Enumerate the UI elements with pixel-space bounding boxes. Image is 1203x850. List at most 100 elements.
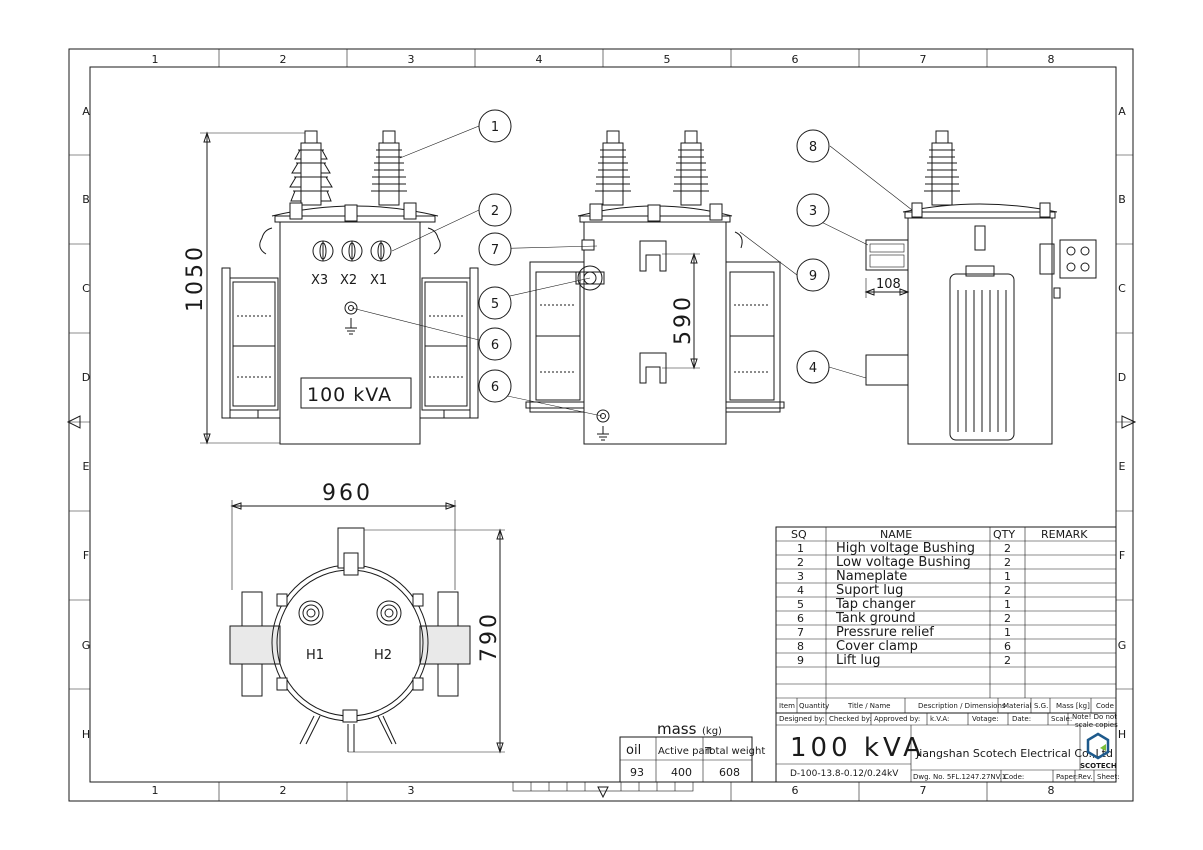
row-name: Suport lug [836,583,903,598]
row-qty: 2 [1004,654,1011,667]
lv-terminal-label: X3 [311,273,328,288]
date-label: Date: [1012,715,1031,723]
footer-label: Quantity [799,702,829,710]
side-dimension: 590 [671,294,696,345]
row-name: Tap changer [835,597,916,612]
table-row: 3 Nameplate 1 [797,569,1011,584]
row-sq: 5 [797,598,804,611]
footer-label: Code [1096,702,1114,710]
parts-footer: Item Quantity Title / Name Description /… [779,702,1114,710]
row-qty: 2 [1004,584,1011,597]
note-label-2: scale copies [1075,721,1118,729]
hv-terminal-label: H2 [374,648,392,663]
grid-row-label: C [82,282,90,295]
row-qty: 6 [1004,640,1011,653]
mass-header-total: Total weight [704,746,765,757]
table-row: 4 Suport lug 2 [797,583,1011,598]
mass-title: mass [657,720,697,738]
callout-number: 5 [491,297,499,312]
callout-leaders [351,125,913,417]
grid-row-label: A [82,105,90,118]
note-label: Note! Do not [1072,713,1117,721]
height-dimension: 1050 [183,244,208,312]
table-row: 5 Tap changer 1 [797,597,1011,612]
title-model: D-100-13.8-0.12/0.24kV [790,769,899,779]
row-name: Low voltage Bushing [836,555,971,570]
table-row: 7 Pressrure relief 1 [797,625,1011,640]
grid-row-label: B [1118,193,1126,206]
hv-bushing-right [371,130,407,206]
mass-unit: (kg) [702,726,722,737]
grid-col-label: 2 [280,53,287,66]
grid-col-label: 1 [152,53,159,66]
grid-col-label: 7 [920,784,927,797]
grid-row-label: G [1118,639,1127,652]
row-qty: 1 [1004,598,1011,611]
grid-row-label: B [82,193,90,206]
callout-bubble [478,286,512,320]
callout-number: 1 [491,120,499,135]
row-qty: 2 [1004,542,1011,555]
side-view: 590 [525,130,785,445]
designed-by-label: Designed by: [779,715,825,723]
footer-label: Material [1003,702,1031,710]
parts-header-sq: SQ [791,528,807,541]
callout-number: 6 [491,338,499,353]
footer-label: S.G. [1034,702,1048,710]
mass-header-oil: oil [626,743,641,758]
callout-bubble [478,109,512,143]
footer-label: Mass [kg] [1056,702,1090,710]
hv-terminal-label: H1 [306,648,324,663]
back-dimension: 108 [876,277,901,292]
table-row: 8 Cover clamp 6 [797,639,1011,654]
checked-by-label: Checked by: [829,715,872,723]
grid-row-label: D [82,371,90,384]
row-name: Tank ground [835,611,916,626]
grid-row-label: H [1118,728,1126,741]
row-sq: 1 [797,542,804,555]
callout-number: 7 [491,243,499,258]
kva-label: k.V.A: [930,715,949,723]
grid-row-label: A [1118,105,1126,118]
scale-label: Scale: [1051,715,1072,723]
parts-header-qty: QTY [993,528,1015,541]
width-dimension: 960 [322,481,373,506]
grid-row-label: F [83,549,89,562]
mass-header-active: Active part [658,746,713,757]
grid-row-label: D [1118,371,1126,384]
callout-bubble [478,193,512,227]
row-sq: 7 [797,626,804,639]
sheet-label: Sheet: [1097,773,1120,781]
row-sq: 9 [797,654,804,667]
table-row: 9 Lift lug 2 [797,653,1011,668]
grid-row-label: G [82,639,91,652]
lv-terminal-label: X1 [370,273,387,288]
callout-bubble [796,258,830,292]
title-block: Designed by: Checked by: Approved by: k.… [775,712,1120,783]
table-row: 1 High voltage Bushing 2 [797,541,1011,556]
radiator-right [420,267,479,419]
depth-dimension: 790 [477,611,502,662]
callout-number: 3 [809,204,817,219]
grid-col-label: 5 [664,53,671,66]
row-name: Lift lug [836,653,881,668]
row-sq: 4 [797,584,804,597]
rev-label: Rev. [1078,773,1093,781]
row-sq: 3 [797,570,804,583]
hv-bushing-left [289,130,333,206]
mass-value-total: 608 [719,766,740,779]
footer-label: Item [779,702,795,710]
lv-bushings [312,240,392,262]
callout-bubble [478,327,512,361]
row-sq: 6 [797,612,804,625]
grid-col-label: 8 [1048,784,1055,797]
row-name: High voltage Bushing [836,541,975,556]
row-name: Nameplate [836,569,907,584]
title-rating: 100 kVA [790,733,925,763]
table-row: 6 Tank ground 2 [797,611,1011,626]
lv-terminal-label: X2 [340,273,357,288]
grid-col-label: 2 [280,784,287,797]
mass-table: mass (kg) oil Active part Total weight 9… [619,720,765,783]
callout-bubble [796,129,830,163]
